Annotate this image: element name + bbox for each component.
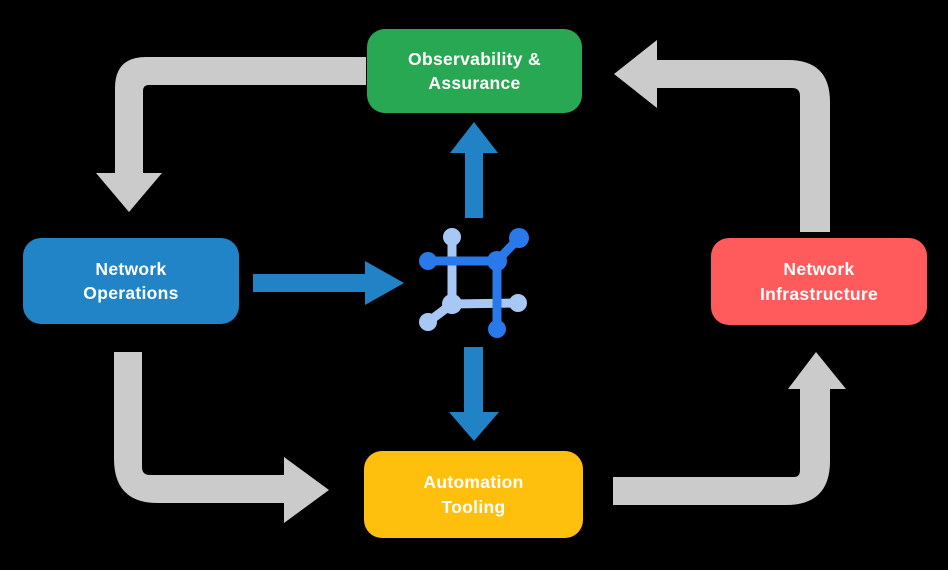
node-network-infrastructure: Network Infrastructure <box>711 238 927 325</box>
arrow-infrastructure-to-observability <box>614 40 830 232</box>
blue-arrows <box>253 122 499 441</box>
node-label-line: Operations <box>83 283 179 303</box>
arrow-observability-to-operations <box>96 57 366 212</box>
node-label-line: Infrastructure <box>760 283 878 304</box>
arrow-operations-to-center <box>253 261 404 305</box>
node-label-line: Observability & <box>408 48 541 69</box>
gray-arrows <box>96 40 846 523</box>
arrow-operations-to-automation <box>114 352 329 523</box>
node-automation-tooling: Automation Tooling <box>364 451 583 538</box>
node-label-line: Network <box>783 259 855 280</box>
arrow-automation-to-infrastructure <box>613 352 846 505</box>
node-label-line: Assurance <box>428 73 521 93</box>
node-label-line: Automation <box>423 472 524 493</box>
network-icon-light-strokes <box>419 228 527 331</box>
arrow-center-to-automation <box>449 347 499 441</box>
node-label-line: Tooling <box>441 496 506 517</box>
node-observability-assurance: Observability & Assurance <box>367 29 582 113</box>
network-nodes-icon <box>419 228 529 338</box>
network-icon-dark-strokes <box>419 228 529 338</box>
node-label-line: Network <box>95 258 167 279</box>
arrow-center-to-observability <box>450 122 498 218</box>
node-network-operations: Network Operations <box>23 238 239 324</box>
